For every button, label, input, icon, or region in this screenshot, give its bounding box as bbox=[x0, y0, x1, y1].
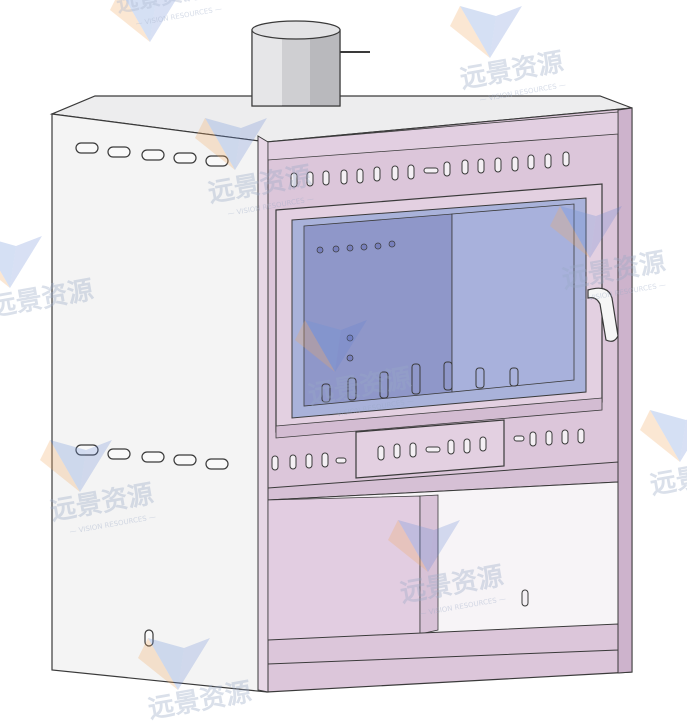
bottom-rail bbox=[267, 623, 619, 665]
firebox-holes bbox=[316, 240, 396, 362]
log-store-slot bbox=[521, 589, 529, 607]
grate-fins bbox=[321, 361, 519, 403]
watermark-8: 远景资源 bbox=[640, 410, 687, 501]
door-handle bbox=[587, 287, 619, 342]
top-vent-row bbox=[290, 151, 570, 188]
log-store-left-wall bbox=[267, 495, 421, 645]
watermark-1: 远景资源 — VISION RESOURCES — bbox=[450, 6, 566, 104]
watermark-10: 远景资源 — VISION RESOURCES — bbox=[110, 0, 222, 42]
flue-pipe bbox=[251, 20, 370, 107]
watermark-text: 远景资源 bbox=[648, 453, 687, 501]
door-lip bbox=[275, 397, 603, 439]
stove-right-edge bbox=[617, 107, 633, 674]
door-glass-right bbox=[451, 203, 575, 393]
stove-top-band bbox=[267, 111, 619, 161]
stove-front-left-edge bbox=[257, 135, 269, 693]
ash-drawer-slots bbox=[377, 436, 487, 461]
lower-vent-slots bbox=[271, 428, 585, 471]
front-details bbox=[267, 151, 619, 665]
